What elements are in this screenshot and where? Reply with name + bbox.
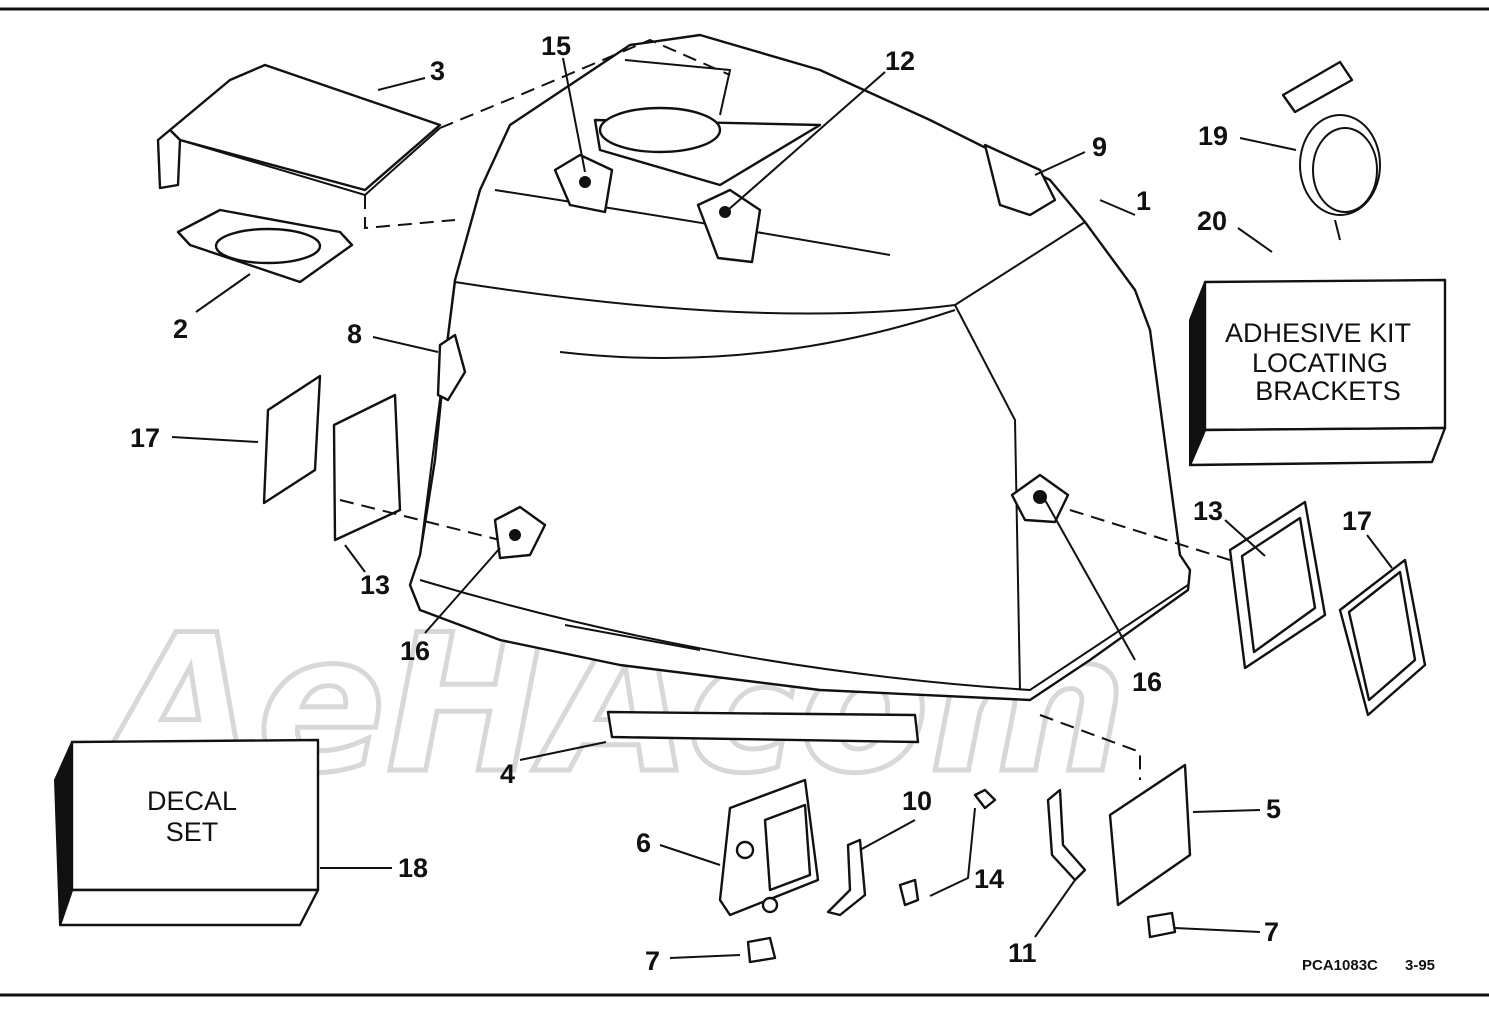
wire-19 — [1281, 60, 1381, 241]
plate-bracket-right — [1228, 500, 1327, 670]
grommet-7-left — [746, 936, 777, 964]
callout-7-right: 7 — [1264, 917, 1279, 947]
callout-1: 1 — [1136, 186, 1151, 216]
latch-plate-5 — [1108, 763, 1192, 907]
callout-6: 6 — [636, 828, 651, 858]
figure-date: 3-95 — [1405, 957, 1435, 974]
callout-10: 10 — [902, 786, 932, 816]
bracket-11 — [1046, 788, 1087, 882]
callout-9: 9 — [1092, 132, 1107, 162]
adhesive-kit-box: ADHESIVE KIT LOCATING BRACKETS — [1188, 278, 1447, 467]
callout-18: 18 — [398, 853, 428, 883]
callout-19: 19 — [1198, 121, 1228, 151]
gasket — [176, 208, 354, 284]
adhesive-kit-line-1: ADHESIVE KIT — [1225, 318, 1411, 348]
callout-17-left: 17 — [130, 423, 160, 453]
callout-5: 5 — [1266, 794, 1281, 824]
seal-strip-4 — [606, 710, 920, 744]
callout-2: 2 — [173, 314, 188, 344]
leader-lines — [171, 57, 1393, 959]
callout-15: 15 — [541, 31, 571, 61]
callout-11: 11 — [1008, 938, 1037, 968]
locating-bracket-12 — [696, 188, 762, 264]
callout-16-left: 16 — [400, 636, 430, 666]
plate-bracket-left — [332, 393, 402, 542]
locating-bracket-15 — [553, 153, 614, 214]
adhesive-kit-line-2: LOCATING — [1252, 348, 1388, 378]
screw-14-top — [973, 788, 997, 810]
grommet-7-right — [1146, 911, 1177, 939]
callout-13-right: 13 — [1193, 496, 1223, 526]
decal-set-box: DECAL SET — [53, 738, 320, 927]
decal-panel-right — [1338, 558, 1427, 717]
locating-bracket-16-left — [493, 505, 547, 560]
decal-set-line-2: SET — [166, 817, 219, 847]
callout-7-left: 7 — [645, 946, 660, 976]
callout-17-right: 17 — [1342, 506, 1372, 536]
figure-code: PCA1083C — [1302, 957, 1378, 974]
callout-12: 12 — [885, 46, 915, 76]
callout-8: 8 — [347, 319, 362, 349]
screw-14-bottom — [898, 878, 920, 907]
callout-20: 20 — [1197, 206, 1227, 236]
callout-numbers: 1 2 3 4 5 6 7 7 8 9 10 11 12 13 13 14 15… — [130, 31, 1372, 976]
seal-9 — [983, 143, 1057, 217]
callout-13-left: 13 — [360, 570, 390, 600]
seal-8 — [436, 333, 467, 402]
callout-16-right: 16 — [1132, 667, 1162, 697]
callout-14: 14 — [974, 864, 1004, 894]
engine-cover — [408, 33, 1192, 702]
callout-4: 4 — [500, 759, 515, 789]
locating-bracket-16-right — [1010, 473, 1070, 524]
callout-3: 3 — [430, 56, 445, 86]
decal-set-line-1: DECAL — [147, 786, 237, 816]
clip-10 — [826, 838, 867, 917]
latch-6 — [718, 778, 820, 917]
decal-panel-left — [262, 374, 322, 505]
adhesive-kit-line-3: BRACKETS — [1255, 376, 1401, 406]
